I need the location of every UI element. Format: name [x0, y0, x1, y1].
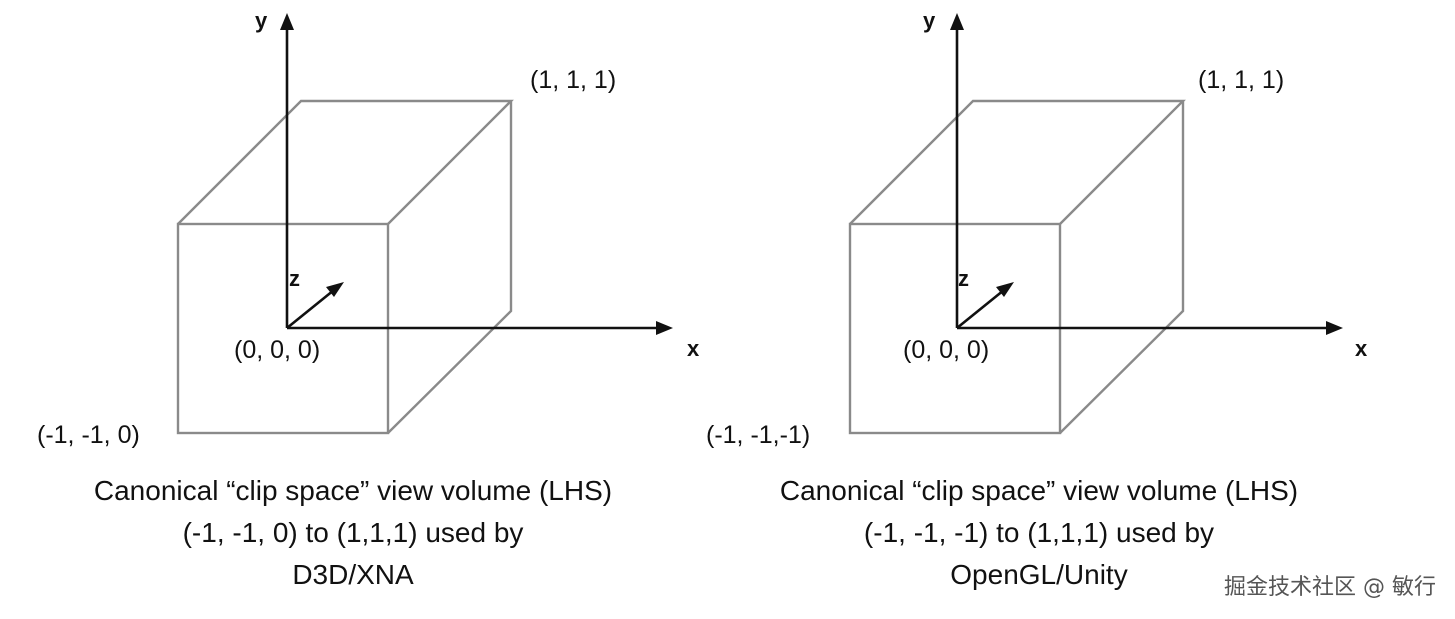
corner-label-bottom-near: (-1, -1, 0) [37, 421, 140, 449]
caption-line-1: Canonical “clip space” view volume (LHS) [780, 475, 1298, 506]
y-axis-label: y [923, 8, 936, 33]
caption: Canonical “clip space” view volume (LHS)… [94, 475, 612, 590]
cube-right-edges [387, 101, 513, 434]
caption: Canonical “clip space” view volume (LHS)… [780, 475, 1298, 590]
corner-label-top-far: (1, 1, 1) [1198, 66, 1284, 94]
caption-line-2: (-1, -1, -1) to (1,1,1) used by [864, 517, 1214, 548]
x-axis-label: x [687, 336, 700, 361]
y-axis-arrow [950, 13, 964, 30]
cube-right-edges [1059, 101, 1185, 434]
y-axis-label: y [255, 8, 268, 33]
corner-label-origin: (0, 0, 0) [903, 336, 989, 364]
diagram-d3d: y x z (1, 1, 1) (0, 0, 0) (-1, -1, 0) Ca… [37, 8, 700, 590]
caption-line-3: D3D/XNA [292, 559, 414, 590]
z-axis [956, 288, 1005, 330]
cube-wireframe [176, 99, 514, 435]
axes [280, 13, 673, 335]
x-axis-label: x [1355, 336, 1368, 361]
z-axis-arrow [326, 282, 344, 297]
caption-line-2: (-1, -1, 0) to (1,1,1) used by [183, 517, 524, 548]
z-axis-label: z [958, 266, 969, 291]
x-axis-arrow [1326, 321, 1343, 335]
diagram-opengl: y x z (1, 1, 1) (0, 0, 0) (-1, -1,-1) Ca… [706, 8, 1368, 590]
y-axis-arrow [280, 13, 294, 30]
corner-label-bottom-near: (-1, -1,-1) [706, 421, 810, 449]
caption-line-3: OpenGL/Unity [950, 559, 1127, 590]
z-axis-arrow [996, 282, 1014, 297]
z-axis [286, 288, 335, 330]
x-axis-arrow [656, 321, 673, 335]
z-axis-label: z [289, 266, 300, 291]
corner-label-origin: (0, 0, 0) [234, 336, 320, 364]
cube-wireframe [848, 99, 1186, 435]
watermark: 掘金技术社区 @ 敏行 [1224, 575, 1436, 600]
corner-label-top-far: (1, 1, 1) [530, 66, 616, 94]
caption-line-1: Canonical “clip space” view volume (LHS) [94, 475, 612, 506]
cube-top-edges [849, 99, 1186, 225]
cube-top-edges [177, 99, 514, 225]
axes [950, 13, 1343, 335]
